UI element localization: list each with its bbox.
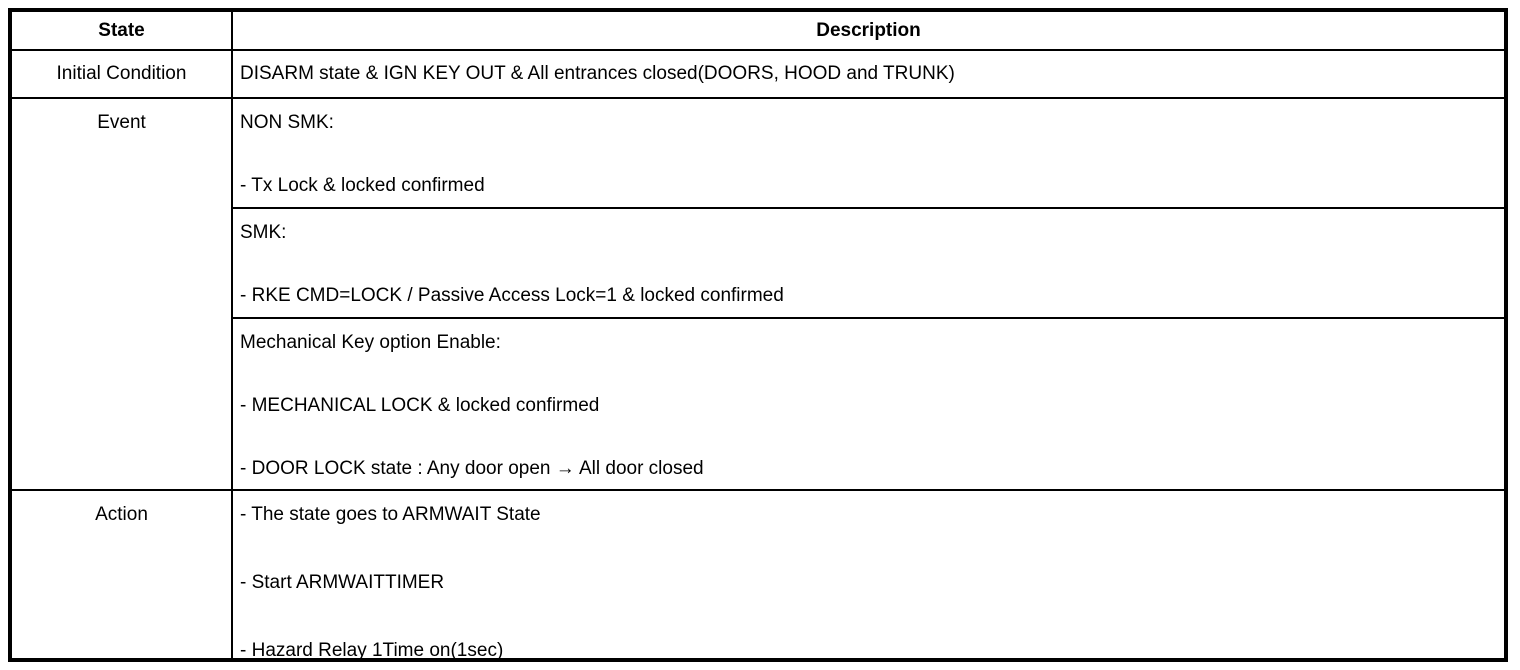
description-line: Mechanical Key option Enable:: [240, 332, 501, 353]
action-description-cell: - The state goes to ARMWAIT State - Star…: [233, 491, 1504, 662]
state-cell-event: Event: [12, 99, 233, 489]
description-line: - MECHANICAL LOCK & locked confirmed: [240, 395, 600, 416]
event-description-subrows: NON SMK: - Tx Lock & locked confirmed SM…: [233, 99, 1504, 489]
description-line: DISARM state & IGN KEY OUT & All entranc…: [240, 63, 955, 84]
event-subrow-non-smk: NON SMK: - Tx Lock & locked confirmed: [233, 99, 1504, 207]
state-description-table: State Description Initial Condition DISA…: [8, 8, 1508, 662]
event-subrow-smk: SMK: - RKE CMD=LOCK / Passive Access Loc…: [233, 207, 1504, 317]
table-row-initial-condition: Initial Condition DISARM state & IGN KEY…: [12, 49, 1504, 97]
description-line: SMK:: [240, 222, 287, 243]
description-line: - Tx Lock & locked confirmed: [240, 175, 485, 196]
description-column-header: Description: [816, 19, 921, 41]
event-subrow-mechanical-key: Mechanical Key option Enable: - MECHANIC…: [233, 317, 1504, 489]
state-column-header: State: [12, 12, 233, 49]
table-header-row: State Description: [12, 12, 1504, 49]
table-row-event: Event NON SMK: - Tx Lock & locked confir…: [12, 97, 1504, 489]
description-line: NON SMK:: [240, 112, 334, 133]
table-row-action: Action - The state goes to ARMWAIT State…: [12, 489, 1504, 662]
description-line: - Hazard Relay 1Time on(1sec): [240, 640, 504, 661]
description-line: - The state goes to ARMWAIT State: [240, 504, 541, 525]
description-line: - DOOR LOCK state : Any door open → All …: [240, 458, 704, 479]
state-cell-action: Action: [12, 491, 233, 662]
description-line: - Start ARMWAITTIMER: [240, 572, 445, 593]
state-cell-initial-condition: Initial Condition: [12, 51, 233, 97]
description-line: - RKE CMD=LOCK / Passive Access Lock=1 &…: [240, 285, 784, 306]
